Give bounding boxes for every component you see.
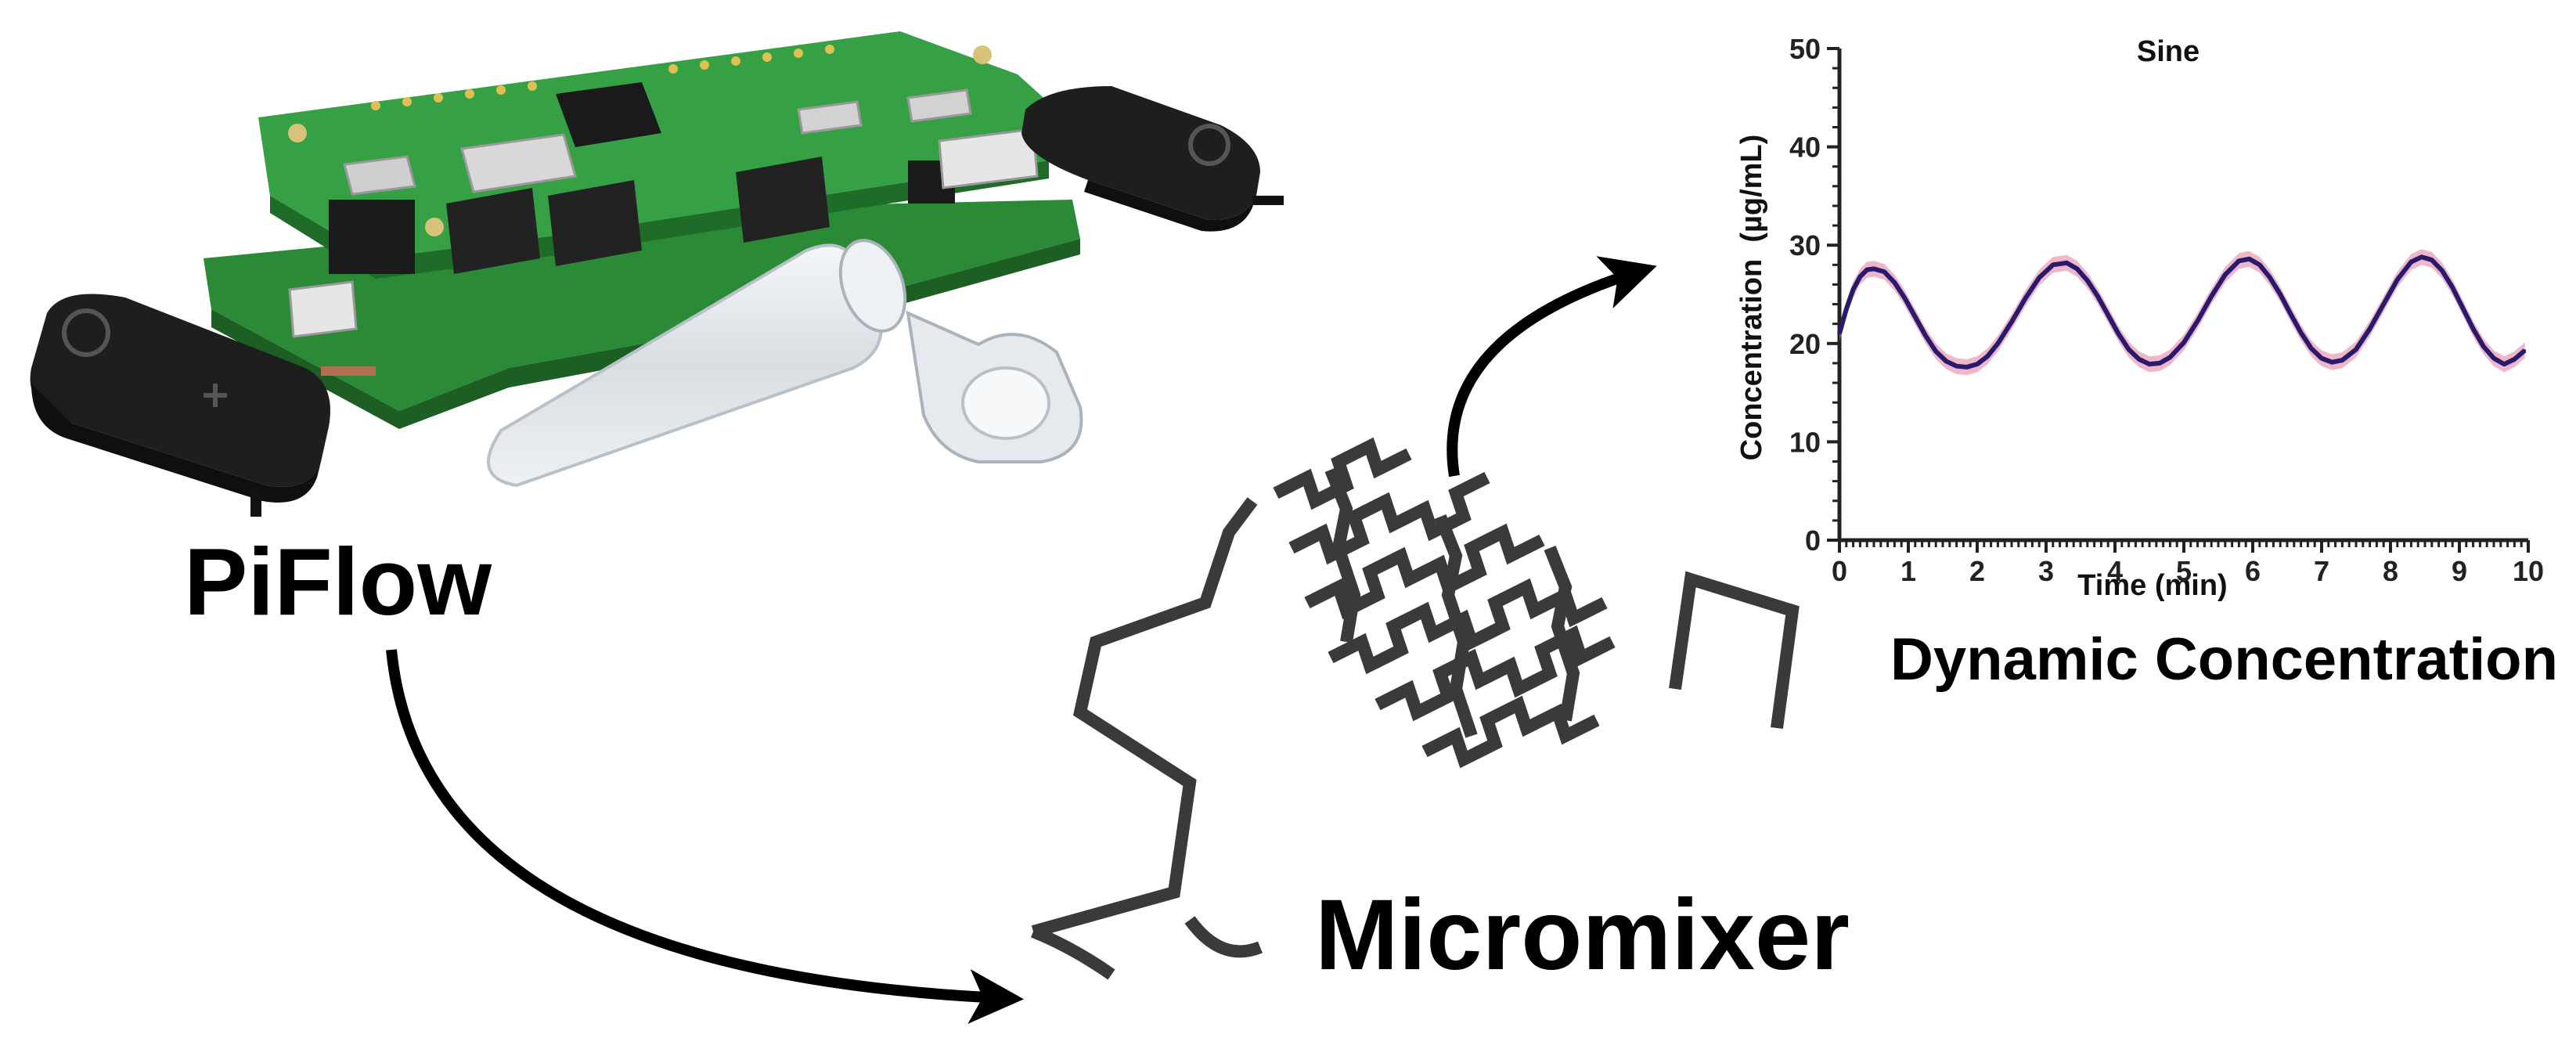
data-point <box>2210 295 2213 298</box>
y-tick-label: 50 <box>1789 33 1821 65</box>
data-point <box>2224 273 2227 276</box>
data-point <box>2024 297 2027 300</box>
data-point <box>1996 342 1999 345</box>
data-point <box>1955 365 1958 368</box>
data-point <box>2279 293 2282 296</box>
x-tick-label: 6 <box>2245 555 2261 587</box>
micromixer-label: Micromixer <box>1315 879 1850 991</box>
data-point <box>2182 341 2185 344</box>
data-point <box>2127 348 2131 351</box>
data-point <box>2492 357 2495 360</box>
data-point <box>2258 263 2261 266</box>
data-point <box>2409 261 2412 264</box>
chart-axes: 0 1 2 3 4 5 6 7 8 9 10 0 10 20 30 40 50 <box>1789 33 2544 587</box>
data-point <box>2010 320 2013 323</box>
data-point <box>2117 332 2120 335</box>
dynamic-concentration-label: Dynamic Concentration <box>1890 626 2558 693</box>
curved-arrow-to-chart <box>1447 256 1657 478</box>
curved-arrow-to-micromixer <box>386 649 1024 1024</box>
data-point <box>1882 270 1886 273</box>
x-tick-label: 5 <box>2176 555 2192 587</box>
x-tick-label: 1 <box>1900 555 1916 587</box>
data-point <box>1934 350 1937 353</box>
data-point <box>2441 269 2444 272</box>
data-point <box>2196 319 2200 323</box>
data-point <box>2076 267 2079 270</box>
x-tick-label: 2 <box>1969 555 1985 587</box>
data-point <box>1986 355 1989 358</box>
data-point <box>2420 255 2423 258</box>
data-point <box>1858 275 1861 278</box>
x-tick-label: 3 <box>2038 555 2054 587</box>
data-point <box>2369 327 2372 330</box>
x-tick-label: 8 <box>2383 555 2398 587</box>
data-point <box>2382 303 2385 306</box>
data-point <box>2472 327 2475 330</box>
y-tick-label: 0 <box>1805 524 1821 557</box>
data-point <box>2524 349 2527 352</box>
data-point <box>2138 358 2141 361</box>
data-point <box>2148 362 2151 366</box>
data-point <box>1893 281 1896 284</box>
x-tick-label: 9 <box>2452 555 2467 587</box>
pump-enclosure-right <box>1021 86 1284 232</box>
data-point <box>1924 334 1927 337</box>
data-point <box>2300 331 2303 334</box>
y-axis-title: Concentration (µg/mL) <box>1735 135 1768 461</box>
series-error-band <box>1839 249 2525 375</box>
data-point <box>1944 359 1947 362</box>
series-line <box>1837 254 2527 369</box>
data-point <box>2065 261 2068 265</box>
data-point <box>2289 312 2292 315</box>
data-point <box>2354 348 2358 351</box>
data-point <box>2513 358 2516 361</box>
data-point <box>2086 279 2089 282</box>
data-point <box>1845 308 1848 311</box>
data-point <box>2340 359 2344 362</box>
data-point <box>2268 276 2272 279</box>
microcentrifuge-tube-illustration <box>487 239 1083 488</box>
y-tick-label: 20 <box>1789 328 1821 360</box>
data-point <box>2106 313 2109 316</box>
data-point <box>2482 345 2485 348</box>
piflow-label: PiFlow <box>184 528 492 635</box>
data-point <box>2052 263 2055 266</box>
data-point <box>1904 297 1907 300</box>
data-point <box>2502 362 2506 366</box>
x-tick-label: 7 <box>2314 555 2329 587</box>
pump-enclosure-left <box>30 294 376 517</box>
x-tick-label: 4 <box>2107 555 2123 587</box>
data-point <box>2158 362 2161 365</box>
data-point <box>1872 267 1875 270</box>
x-tick-label: 10 <box>2513 555 2544 587</box>
data-point <box>2248 258 2251 261</box>
data-point <box>2037 276 2041 279</box>
x-axis-title: Time (min) <box>2077 569 2227 602</box>
y-tick-label: 10 <box>1789 426 1821 458</box>
y-tick-label: 40 <box>1789 132 1821 164</box>
sine-concentration-chart: Sine Concentration (µg/mL) Time (min) 0 1… <box>1735 33 2544 602</box>
data-point <box>1865 269 1868 272</box>
data-point <box>2461 307 2464 310</box>
y-tick-label: 30 <box>1789 229 1821 261</box>
data-point <box>1976 362 1979 366</box>
data-point <box>2096 295 2099 298</box>
data-point <box>2430 258 2434 261</box>
chart-series <box>1837 249 2527 375</box>
micromixer-chip-illustration <box>1031 437 1800 980</box>
data-point <box>2310 347 2313 350</box>
data-point <box>2451 286 2454 289</box>
data-point <box>2168 355 2171 359</box>
data-point <box>2237 259 2240 262</box>
chart-title: Sine <box>2137 35 2200 68</box>
data-point <box>2396 278 2399 281</box>
data-point <box>1965 366 1969 369</box>
x-tick-label: 0 <box>1832 555 1847 587</box>
data-point <box>2320 357 2323 360</box>
data-point <box>1914 315 1917 319</box>
data-point <box>1852 288 1855 291</box>
data-point <box>2330 361 2333 364</box>
data-point <box>1838 332 1841 335</box>
